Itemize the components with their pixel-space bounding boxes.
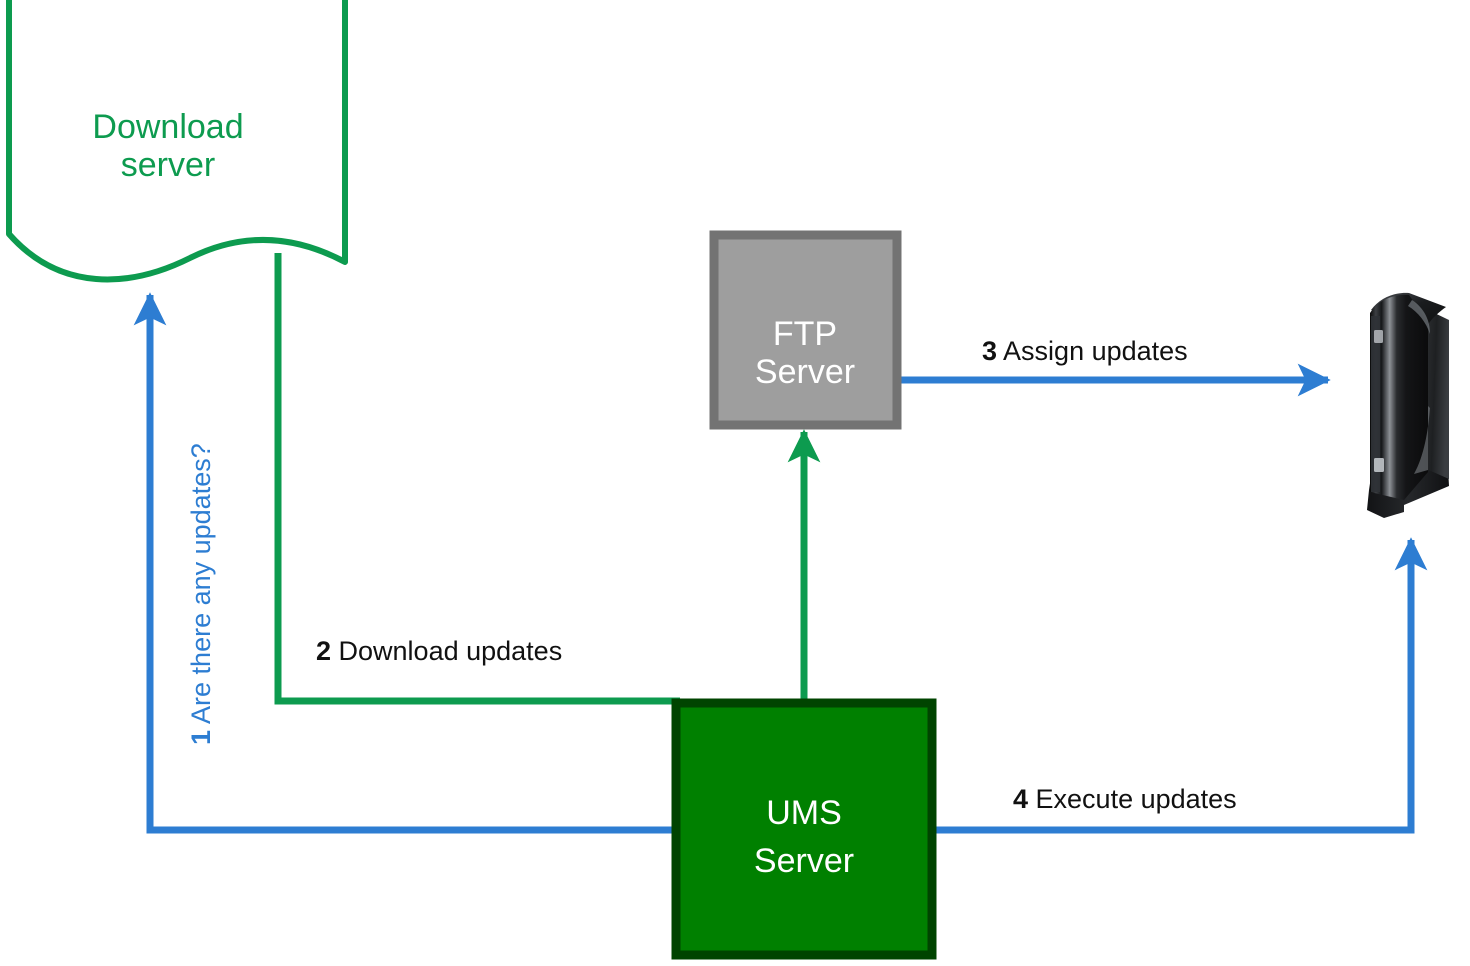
- flow-1-arrow-are-there-any-updates: [133, 292, 672, 834]
- ums-server-label-line1: UMS: [766, 794, 842, 832]
- ums-server-shape: [671, 698, 937, 960]
- ums-server-label-line2: Server: [754, 842, 854, 880]
- node-ums-server[interactable]: UMS Server: [671, 698, 937, 960]
- flow-4-number: 4: [1013, 784, 1028, 814]
- flow-2-number: 2: [316, 636, 331, 666]
- download-server-label-line1: Download: [92, 108, 243, 146]
- flow-1-text: Are there any updates?: [186, 443, 216, 730]
- node-download-server[interactable]: Download server: [6, 0, 348, 283]
- flow-4-label: 4 Execute updates: [1013, 784, 1237, 814]
- flow-4-text: Execute updates: [1028, 784, 1237, 814]
- node-ftp-server[interactable]: FTP Server: [709, 230, 902, 430]
- device-lower-port: [1374, 458, 1384, 472]
- device-bezel-strip: [1371, 316, 1380, 492]
- device-top-highlight: [1408, 300, 1430, 334]
- device-side-panel: [1424, 308, 1449, 479]
- ftp-server-shape: [709, 230, 902, 430]
- download-server-label-line2: server: [121, 146, 215, 184]
- device-lower-highlight: [1414, 406, 1430, 474]
- flow-2-text: Download updates: [331, 636, 562, 666]
- device-front-body: [1370, 294, 1428, 500]
- flow-1-label: 1 Are there any updates?: [186, 443, 216, 745]
- flow-2-arrow-download-updates: [274, 253, 680, 705]
- flow-3-number: 3: [982, 336, 997, 366]
- ftp-server-label-line2: Server: [755, 353, 855, 391]
- flow-2-label: 2 Download updates: [316, 636, 562, 666]
- flow-1-number: 1: [186, 730, 216, 745]
- flow-3-text: Assign updates: [997, 336, 1188, 366]
- flow-4-path: [936, 537, 1428, 834]
- node-thin-client-device[interactable]: [1367, 292, 1449, 518]
- device-top-port: [1374, 330, 1383, 343]
- flow-3-label: 3 Assign updates: [982, 336, 1188, 366]
- flow-2-path: [274, 253, 680, 705]
- flow-1-path: [133, 292, 672, 834]
- flow-4-arrow-execute-updates: [936, 537, 1428, 834]
- download-server-shape: [6, 0, 348, 283]
- ftp-server-label-line1: FTP: [773, 315, 837, 353]
